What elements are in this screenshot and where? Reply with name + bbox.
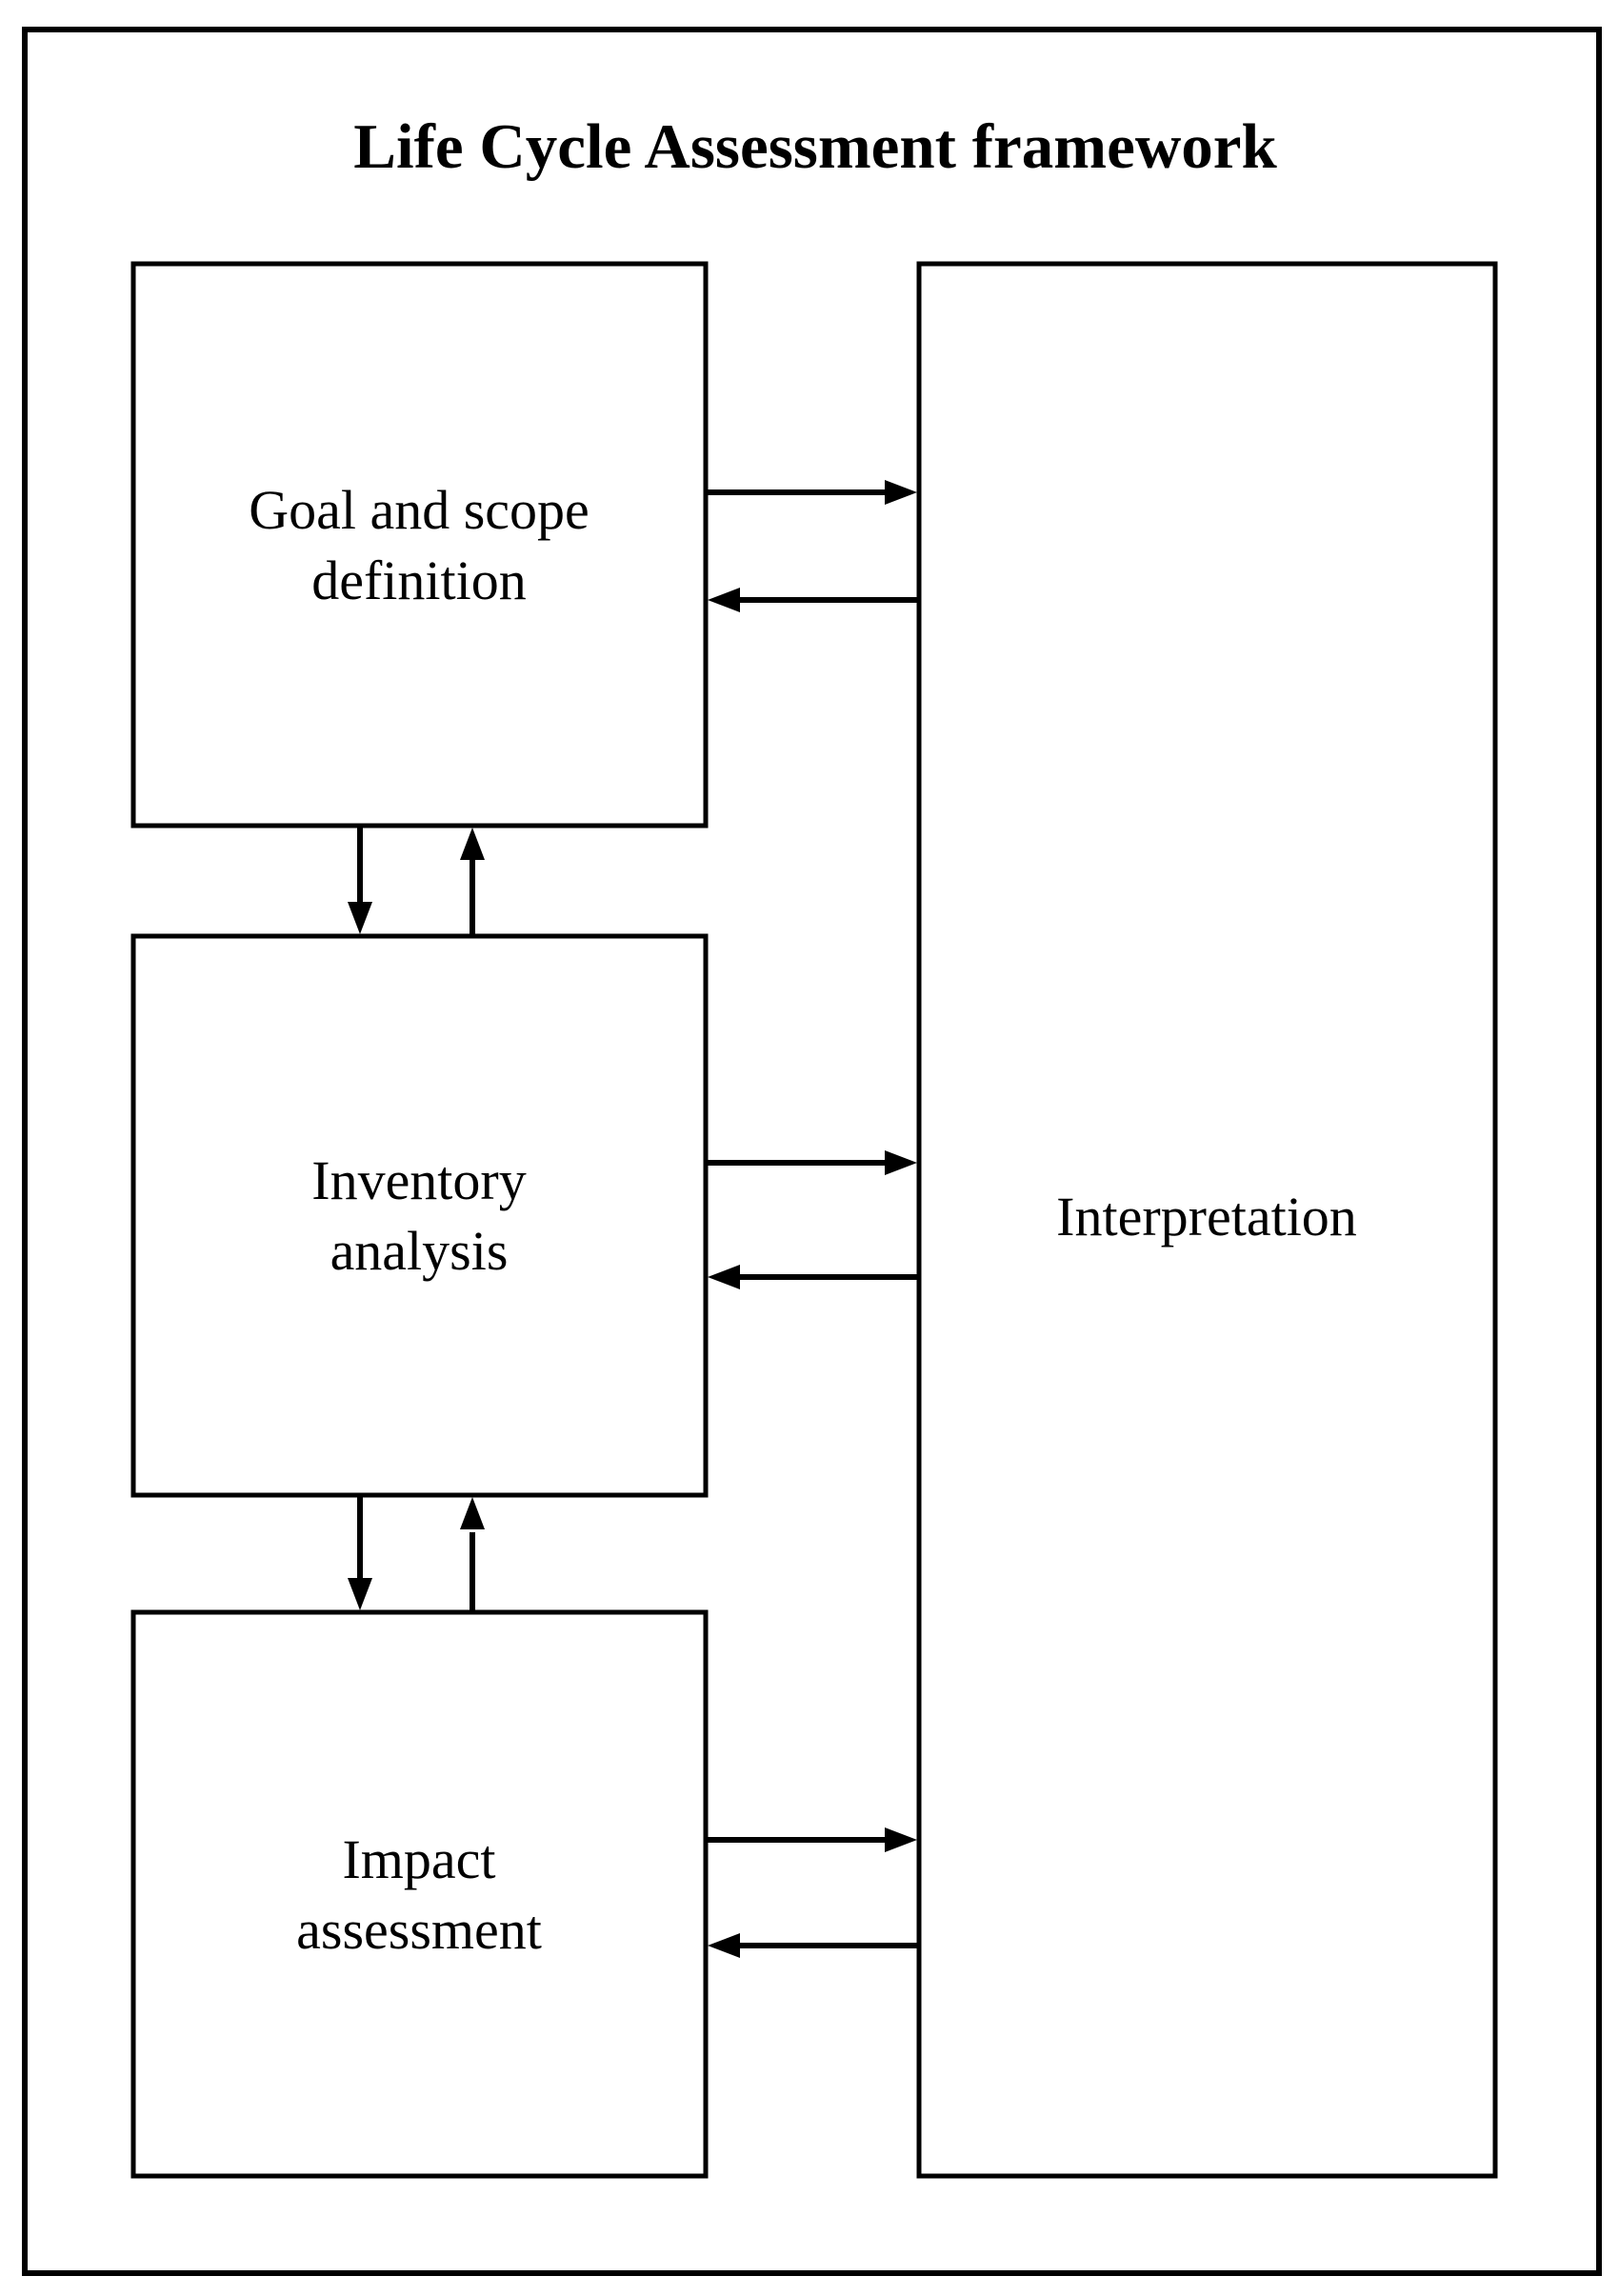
arrow-inventory-to-interpretation [708, 1150, 917, 1175]
arrow-goal-to-inventory-down [348, 828, 372, 934]
interpretation-box [916, 261, 1498, 2179]
diagram-title: Life Cycle Assessment framework [353, 111, 1277, 182]
goal-scope-box [130, 261, 709, 829]
arrow-impact-to-inventory-up [460, 1497, 485, 1610]
arrow-interpretation-to-impact [708, 1933, 917, 1958]
goal-scope-label-line2: definition [311, 549, 527, 611]
arrow-interpretation-to-goal [708, 588, 917, 612]
impact-assessment-box [130, 1609, 709, 2179]
impact-assessment-label-line2: assessment [296, 1899, 542, 1961]
outer-frame [22, 27, 1602, 2276]
arrow-impact-to-interpretation [708, 1827, 917, 1852]
inventory-analysis-label-line2: analysis [330, 1220, 509, 1282]
arrow-goal-to-interpretation [708, 480, 917, 505]
goal-scope-label-line1: Goal and scope [249, 479, 590, 541]
arrow-inventory-to-goal-up [460, 828, 485, 934]
inventory-analysis-label-line1: Inventory [311, 1149, 527, 1211]
arrow-interpretation-to-inventory [708, 1265, 917, 1289]
interpretation-label: Interpretation [1056, 1186, 1357, 1248]
arrow-inventory-to-impact-down [348, 1497, 372, 1610]
inventory-analysis-box [130, 933, 709, 1498]
impact-assessment-label-line1: Impact [342, 1828, 495, 1890]
